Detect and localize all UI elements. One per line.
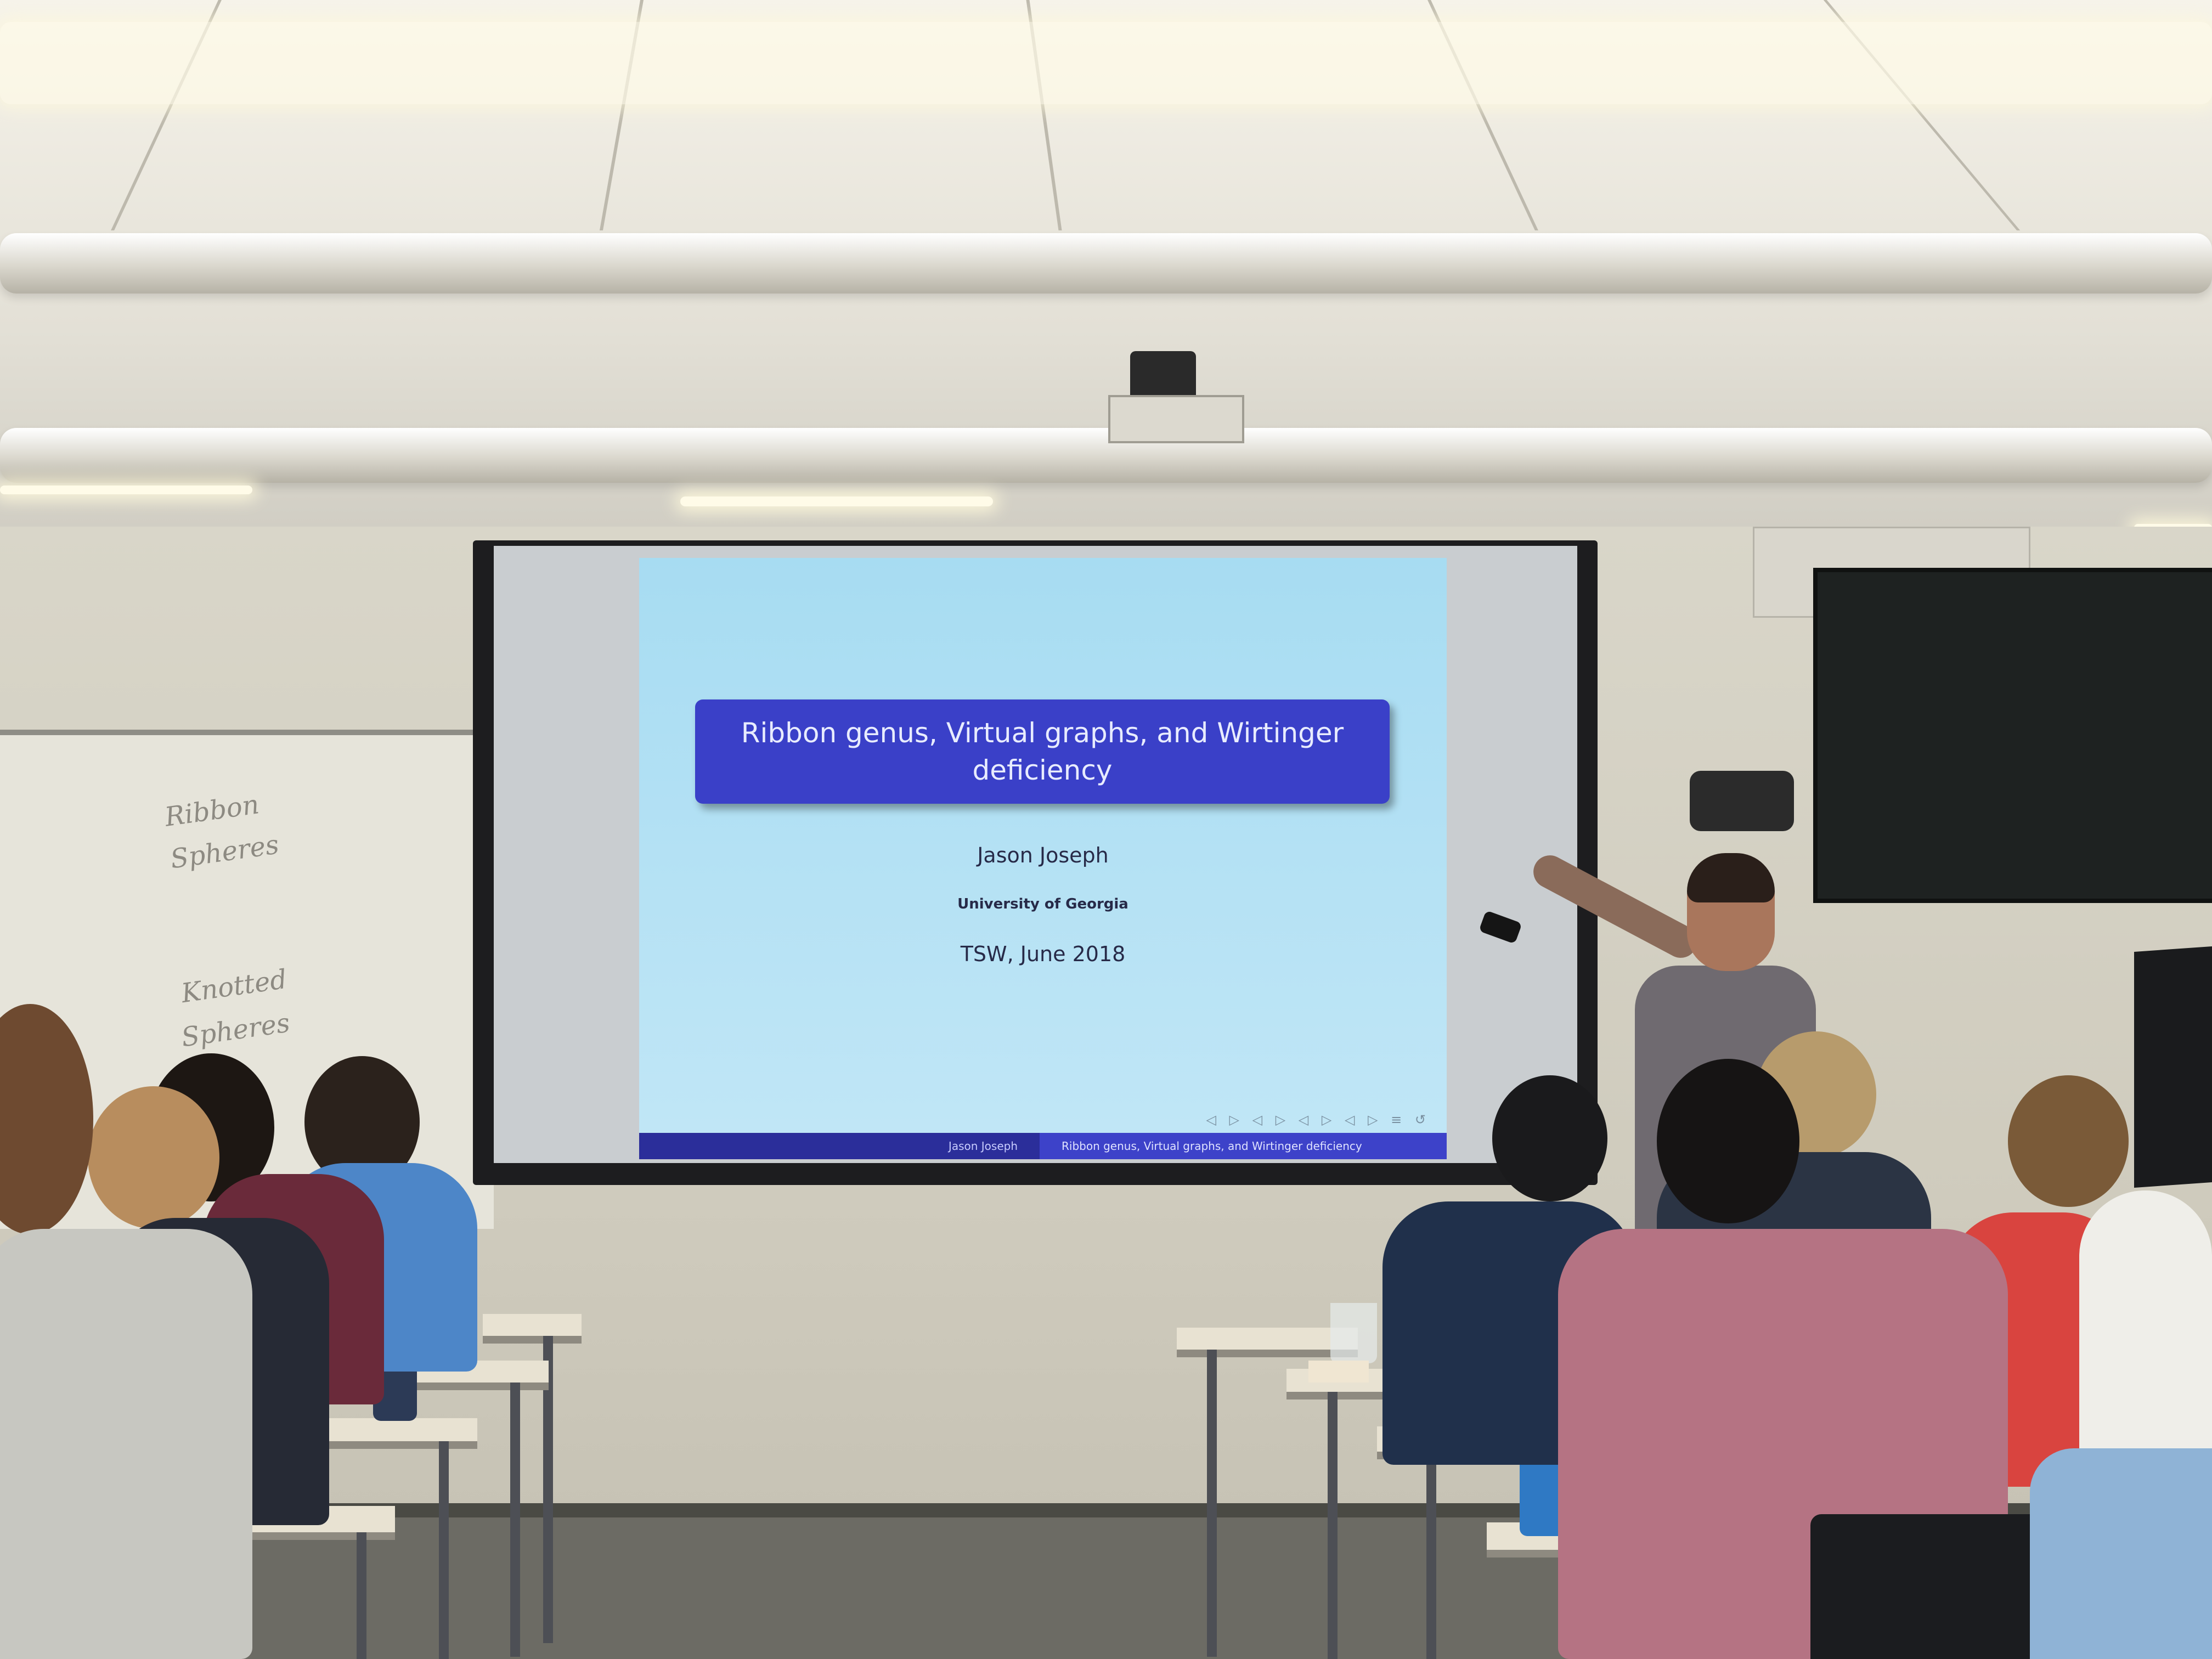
slide-footer-title: Ribbon genus, Virtual graphs, and Wirtin… (1040, 1133, 1447, 1159)
whiteboard-note: Spheres (179, 1007, 292, 1053)
projector-mount (1130, 351, 1196, 400)
slide-event: TSW, June 2018 (960, 942, 1126, 966)
presenter-hair (1687, 853, 1775, 902)
projected-slide: Ribbon genus, Virtual graphs, and Wirtin… (639, 558, 1447, 1133)
desk-leg (1426, 1452, 1436, 1659)
beamer-nav-icons: ◁ ▷ ◁ ▷ ◁ ▷ ◁ ▷ ≡ ↺ (1206, 1112, 1430, 1127)
whiteboard-note: Spheres (168, 829, 281, 875)
light-fixture-bar (0, 233, 2212, 294)
whiteboard-note: Ribbon (162, 789, 261, 833)
light-strip (680, 496, 993, 506)
audience-member-head (88, 1086, 219, 1229)
ceiling-light-glow (0, 22, 2212, 104)
slide-title-box: Ribbon genus, Virtual graphs, and Wirtin… (695, 699, 1390, 804)
desk-leg (543, 1336, 553, 1643)
audience-member-head (2008, 1075, 2129, 1207)
light-fixture-bar (0, 428, 2212, 483)
plastic-cup (1330, 1303, 1377, 1363)
desk (483, 1314, 582, 1344)
wall-tv (1813, 568, 2212, 903)
desk-leg (357, 1532, 366, 1659)
desk-leg (510, 1383, 520, 1657)
desk (318, 1418, 477, 1449)
audience-member-head (1657, 1059, 1799, 1223)
desk-monitor (2134, 946, 2212, 1188)
slide-title: Ribbon genus, Virtual graphs, and Wirtin… (741, 717, 1344, 786)
desk-leg (439, 1441, 449, 1659)
slide-affiliation: University of Georgia (957, 896, 1128, 912)
light-strip (0, 486, 252, 494)
camera-icon (1690, 771, 1794, 831)
audience-member (2030, 1448, 2212, 1659)
desk-leg (1328, 1392, 1338, 1659)
slide-footer: Jason Joseph Ribbon genus, Virtual graph… (639, 1133, 1447, 1159)
slide-footer-author: Jason Joseph (639, 1133, 1040, 1159)
ceiling-projector (1108, 395, 1244, 443)
slide-author: Jason Joseph (977, 843, 1109, 867)
desk-leg (1207, 1350, 1217, 1657)
sticky-notes (1308, 1361, 1369, 1383)
audience-member-head (1492, 1075, 1607, 1201)
audience-member (0, 1229, 252, 1659)
whiteboard-note: Knotted (179, 963, 289, 1009)
